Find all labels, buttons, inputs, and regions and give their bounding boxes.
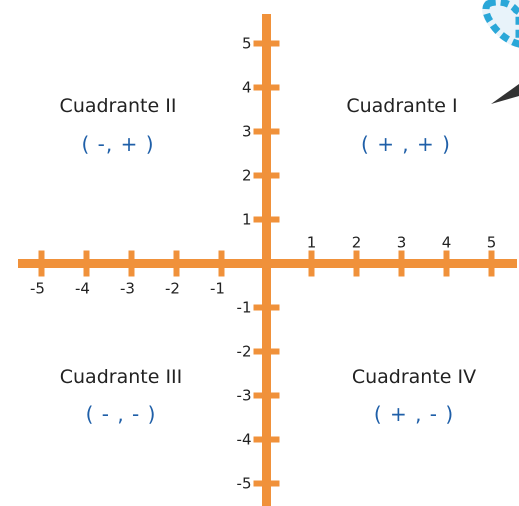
quadrant-1-name: Cuadrante I: [346, 95, 457, 117]
y-tick-label: 3: [242, 123, 252, 141]
x-tick-label: -1: [210, 280, 225, 298]
x-tick-mark: [308, 250, 315, 277]
x-tick-mark: [218, 250, 225, 277]
x-tick-mark: [443, 250, 450, 277]
y-tick-mark: [253, 84, 280, 91]
quadrant-4-signs: ( + , - ): [374, 402, 454, 426]
x-tick-label: -3: [120, 280, 135, 298]
x-ticks: -5 -4 -3 -2 -1 1 2 3 4 5: [30, 234, 496, 298]
quadrant-1-signs: ( + , + ): [361, 132, 451, 156]
x-tick-mark: [173, 250, 180, 277]
quadrant-4-name: Cuadrante IV: [352, 366, 476, 388]
y-tick-mark: [253, 392, 280, 399]
x-tick-mark: [353, 250, 360, 277]
x-tick-mark: [398, 250, 405, 277]
x-tick-label: 5: [487, 234, 497, 252]
quadrant-2-signs: ( -, + ): [81, 132, 154, 156]
y-tick-mark: [253, 40, 280, 47]
y-tick-label: -5: [237, 475, 252, 493]
x-tick-label: 4: [442, 234, 452, 252]
y-tick-mark: [253, 128, 280, 135]
y-tick-mark: [253, 480, 280, 487]
mascot-partial-icon: [482, 0, 519, 104]
x-tick-mark: [128, 250, 135, 277]
y-tick-label: 1: [242, 211, 252, 229]
y-tick-mark: [253, 436, 280, 443]
y-tick-mark: [253, 172, 280, 179]
x-tick-mark: [38, 250, 45, 277]
y-tick-mark: [253, 348, 280, 355]
quadrant-2-name: Cuadrante II: [60, 95, 177, 117]
y-tick-label: 2: [242, 167, 252, 185]
y-tick-label: 4: [242, 79, 252, 97]
y-tick-label: -2: [237, 343, 252, 361]
y-tick-mark: [253, 216, 280, 223]
quadrant-3-signs: ( - , - ): [86, 402, 157, 426]
x-tick-label: 2: [352, 234, 362, 252]
x-tick-label: 1: [307, 234, 317, 252]
y-ticks: 5 4 3 2 1 -1 -2 -3 -4 -5: [237, 35, 280, 493]
x-tick-mark: [83, 250, 90, 277]
x-tick-label: -2: [165, 280, 180, 298]
y-axis: [262, 14, 271, 506]
y-tick-label: -3: [237, 387, 252, 405]
x-tick-label: -4: [75, 280, 90, 298]
x-tick-label: -5: [30, 280, 45, 298]
y-tick-label: -4: [237, 431, 252, 449]
y-tick-label: -1: [237, 299, 252, 317]
y-tick-mark: [253, 304, 280, 311]
x-tick-mark: [488, 250, 495, 277]
y-tick-label: 5: [242, 35, 252, 53]
quadrant-3-name: Cuadrante III: [60, 366, 183, 388]
x-tick-label: 3: [397, 234, 407, 252]
